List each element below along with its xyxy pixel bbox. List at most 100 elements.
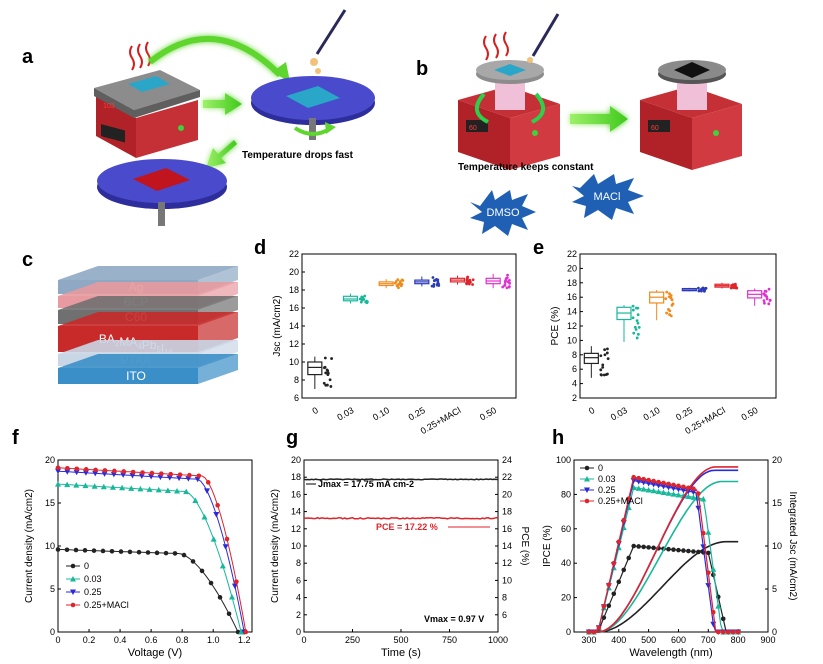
jv-point (176, 475, 183, 482)
jv-point (146, 486, 153, 492)
y-tick-label: 12 (289, 339, 299, 349)
legend-marker (70, 602, 76, 608)
category-label: 0.25 (674, 405, 694, 422)
ipce-point (681, 484, 686, 490)
box-point (505, 286, 509, 290)
y-tick-label: 22 (289, 249, 299, 259)
box-point (767, 287, 771, 291)
box-point (765, 297, 769, 301)
ipce-point (691, 549, 696, 554)
ipce-point (606, 603, 612, 609)
jv-point (217, 595, 223, 600)
category-label: 0.50 (739, 405, 759, 422)
ipce-point (696, 549, 701, 555)
jv-point (172, 551, 178, 556)
annotation-jmax: Jmax = 17.75 mA cm-2 (318, 479, 414, 489)
x-tick-label: 750 (442, 635, 457, 645)
ipce-point (730, 629, 736, 635)
box-point (468, 278, 472, 282)
ipce-point (665, 484, 672, 491)
spin-disk-a2-icon (97, 159, 227, 226)
ipce-point (641, 544, 646, 550)
ipce-point (611, 591, 617, 597)
ipce-point (631, 543, 636, 549)
box-point (599, 368, 603, 372)
box-point (603, 348, 607, 352)
jv-point (199, 568, 205, 574)
box-point (606, 347, 609, 351)
box-point (636, 332, 640, 336)
ipce-point (651, 478, 656, 484)
ipce-point (710, 566, 717, 572)
legend-label: 0.25 (598, 485, 616, 495)
ipce-point (715, 603, 722, 609)
legend-label: 0.03 (598, 474, 616, 484)
y-tick-label: 16 (291, 489, 301, 499)
box-point (431, 276, 435, 279)
box-point (400, 278, 404, 282)
jv-point (234, 579, 239, 584)
x-tick-label: 500 (393, 635, 408, 645)
ipce-point (616, 579, 622, 585)
x-tick-label: 1.2 (238, 635, 251, 645)
panel-letter-a: a (22, 46, 34, 68)
jv-point (145, 550, 151, 555)
x-tick-label: 600 (671, 635, 686, 645)
panel-letter-h: h (552, 427, 564, 449)
y-tick-label: 12 (567, 321, 577, 331)
box-point (636, 306, 640, 310)
box-point (605, 351, 609, 355)
x-tick-label: 0.6 (145, 635, 158, 645)
jv-point (93, 467, 98, 473)
ipce-point (720, 616, 726, 622)
box-point (601, 365, 605, 369)
hotplate-a-display: 103 (103, 103, 115, 110)
ipce-point (690, 494, 697, 500)
jv-point (73, 482, 80, 488)
jv-point (83, 467, 89, 472)
y-tick-label: 80 (561, 489, 571, 499)
jv-point (226, 611, 232, 617)
box-point (767, 302, 771, 306)
ipce-point (601, 615, 607, 620)
y-tick-label: 10 (291, 541, 301, 551)
y-tick-label: 8 (294, 375, 299, 385)
jv-point (119, 484, 126, 491)
ipce-point (646, 477, 651, 483)
burst-macl-icon (572, 174, 644, 220)
box-point (501, 285, 505, 289)
y-tick-label: 6 (572, 364, 577, 374)
ipce-point (635, 485, 642, 491)
box-point (359, 300, 363, 304)
box-point (397, 286, 400, 290)
box-point (329, 385, 333, 388)
ipce-point (661, 480, 666, 486)
y-tick-label: 10 (289, 357, 299, 367)
y2-tick-label: 24 (502, 455, 512, 465)
box-point (599, 354, 603, 358)
y2-tick-label: 8 (502, 593, 507, 603)
category-label: 0.03 (609, 405, 629, 422)
transfer-arrow-head-icon (272, 62, 290, 82)
y-tick-label: 5 (50, 584, 55, 594)
box-point (465, 281, 468, 285)
y-tick-label: 10 (45, 541, 55, 551)
ipce-point (636, 475, 641, 481)
y-axis-label: PCE (%) (550, 307, 561, 346)
ipce-point (685, 493, 692, 500)
ipce-point (631, 474, 636, 480)
x-tick-label: 0.8 (176, 635, 189, 645)
hotplate-b2-display: 60 (651, 125, 659, 132)
legend-marker (70, 589, 76, 595)
jv-point (208, 580, 214, 586)
box-point (326, 369, 330, 373)
x-tick-label: 700 (701, 635, 716, 645)
box-point (399, 284, 403, 288)
ipce-point (591, 629, 597, 635)
y-tick-label: 14 (291, 507, 301, 517)
ipce-point (710, 609, 716, 615)
jv-point (238, 629, 245, 635)
box-point (768, 298, 772, 302)
y-tick-label: 2 (296, 610, 301, 620)
